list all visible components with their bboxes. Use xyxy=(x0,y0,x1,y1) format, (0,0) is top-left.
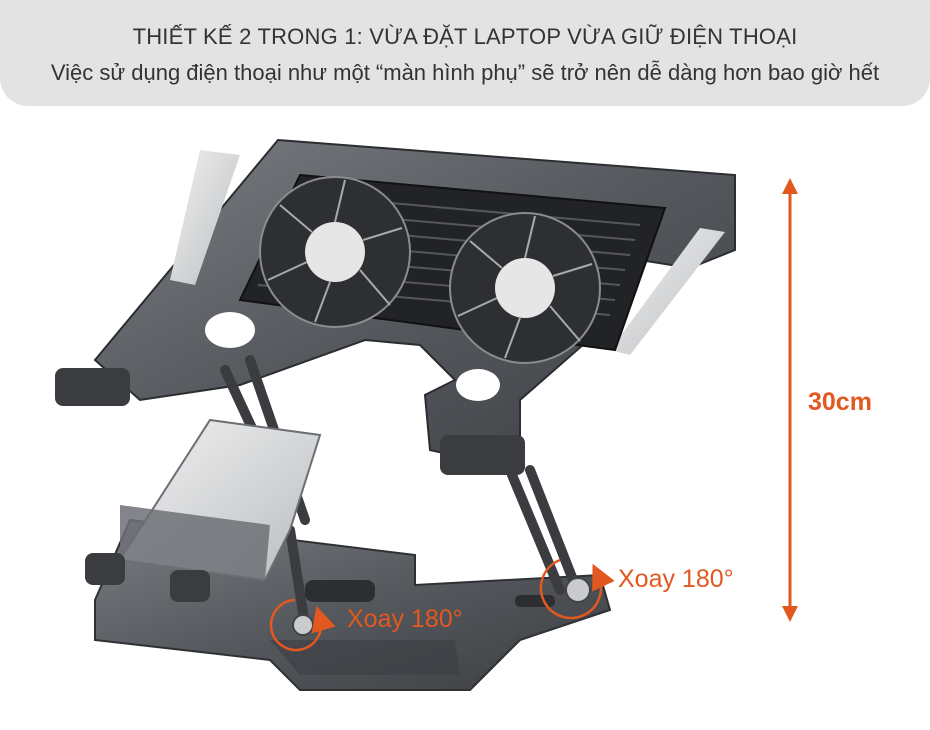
rotation-hinge-right xyxy=(539,558,615,620)
header-banner: THIẾT KẾ 2 TRONG 1: VỪA ĐẶT LAPTOP VỪA G… xyxy=(0,0,930,106)
height-arrow xyxy=(782,178,798,622)
phone-holder xyxy=(85,418,322,602)
cooling-fan-panel xyxy=(238,173,667,364)
banner-subtitle: Việc sử dụng điện thoại như một “màn hìn… xyxy=(50,60,880,85)
rotate-label-right: Xoay 180° xyxy=(618,565,734,593)
height-label: 30cm xyxy=(808,388,872,416)
rotation-hinge-left xyxy=(269,598,336,652)
rotate-label-left: Xoay 180° xyxy=(347,605,463,633)
banner-title: THIẾT KẾ 2 TRONG 1: VỪA ĐẶT LAPTOP VỪA G… xyxy=(132,24,798,49)
